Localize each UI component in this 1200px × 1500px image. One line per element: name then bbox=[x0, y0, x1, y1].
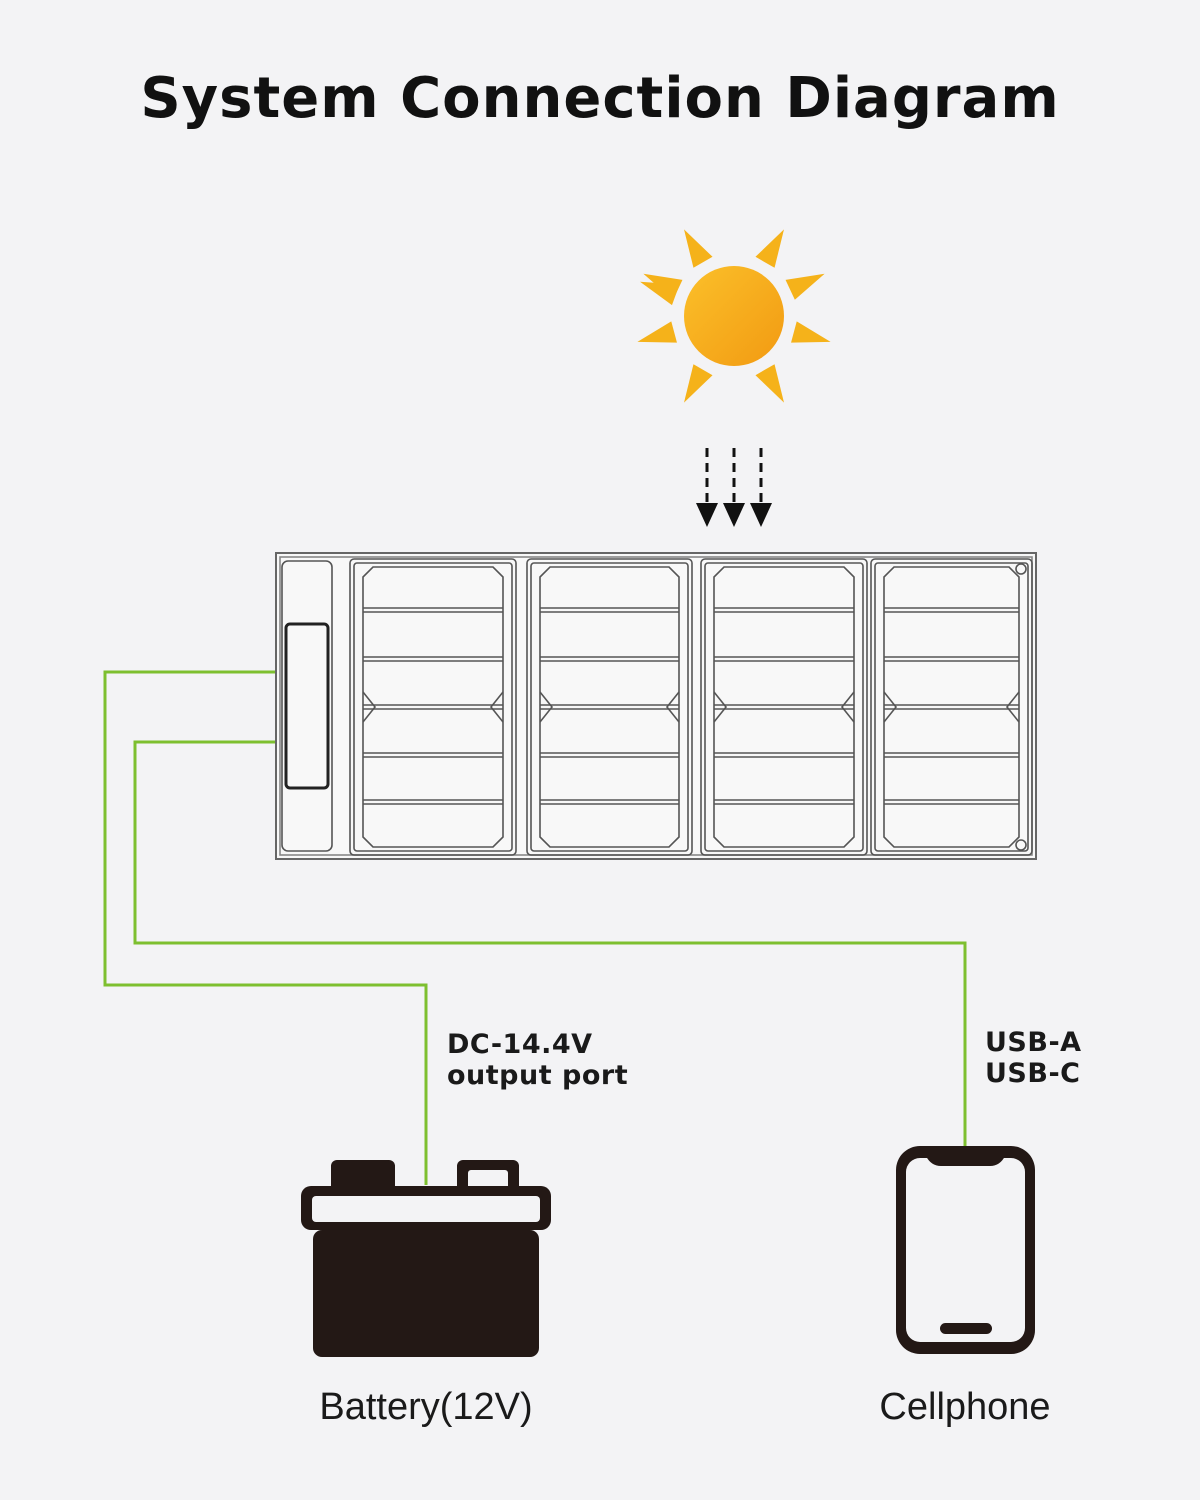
wires bbox=[103, 670, 967, 1185]
battery-icon bbox=[301, 1160, 551, 1357]
battery-caption: Battery(12V) bbox=[319, 1386, 533, 1428]
usb-a-text: USB-A bbox=[985, 1027, 1082, 1058]
solar-panel-icon bbox=[275, 552, 1037, 860]
arrow-down-icon bbox=[750, 448, 772, 527]
cellphone-icon bbox=[896, 1146, 1035, 1354]
arrow-down-icon bbox=[696, 448, 718, 527]
sunlight-arrows bbox=[696, 448, 772, 527]
dc-port-voltage: DC-14.4V bbox=[447, 1029, 593, 1060]
diagram-title: System Connection Diagram bbox=[140, 66, 1060, 131]
arrow-down-icon bbox=[723, 448, 745, 527]
cellphone-caption: Cellphone bbox=[879, 1386, 1051, 1428]
battery-wire bbox=[103, 670, 428, 1185]
dc-port-label: DC-14.4V output port bbox=[447, 1029, 628, 1091]
usb-c-text: USB-C bbox=[985, 1058, 1081, 1089]
usb-label: USB-A USB-C bbox=[985, 1027, 1082, 1089]
sun-icon bbox=[637, 229, 831, 403]
cellphone-wire bbox=[133, 740, 967, 1148]
dc-port-text: output port bbox=[447, 1060, 629, 1091]
